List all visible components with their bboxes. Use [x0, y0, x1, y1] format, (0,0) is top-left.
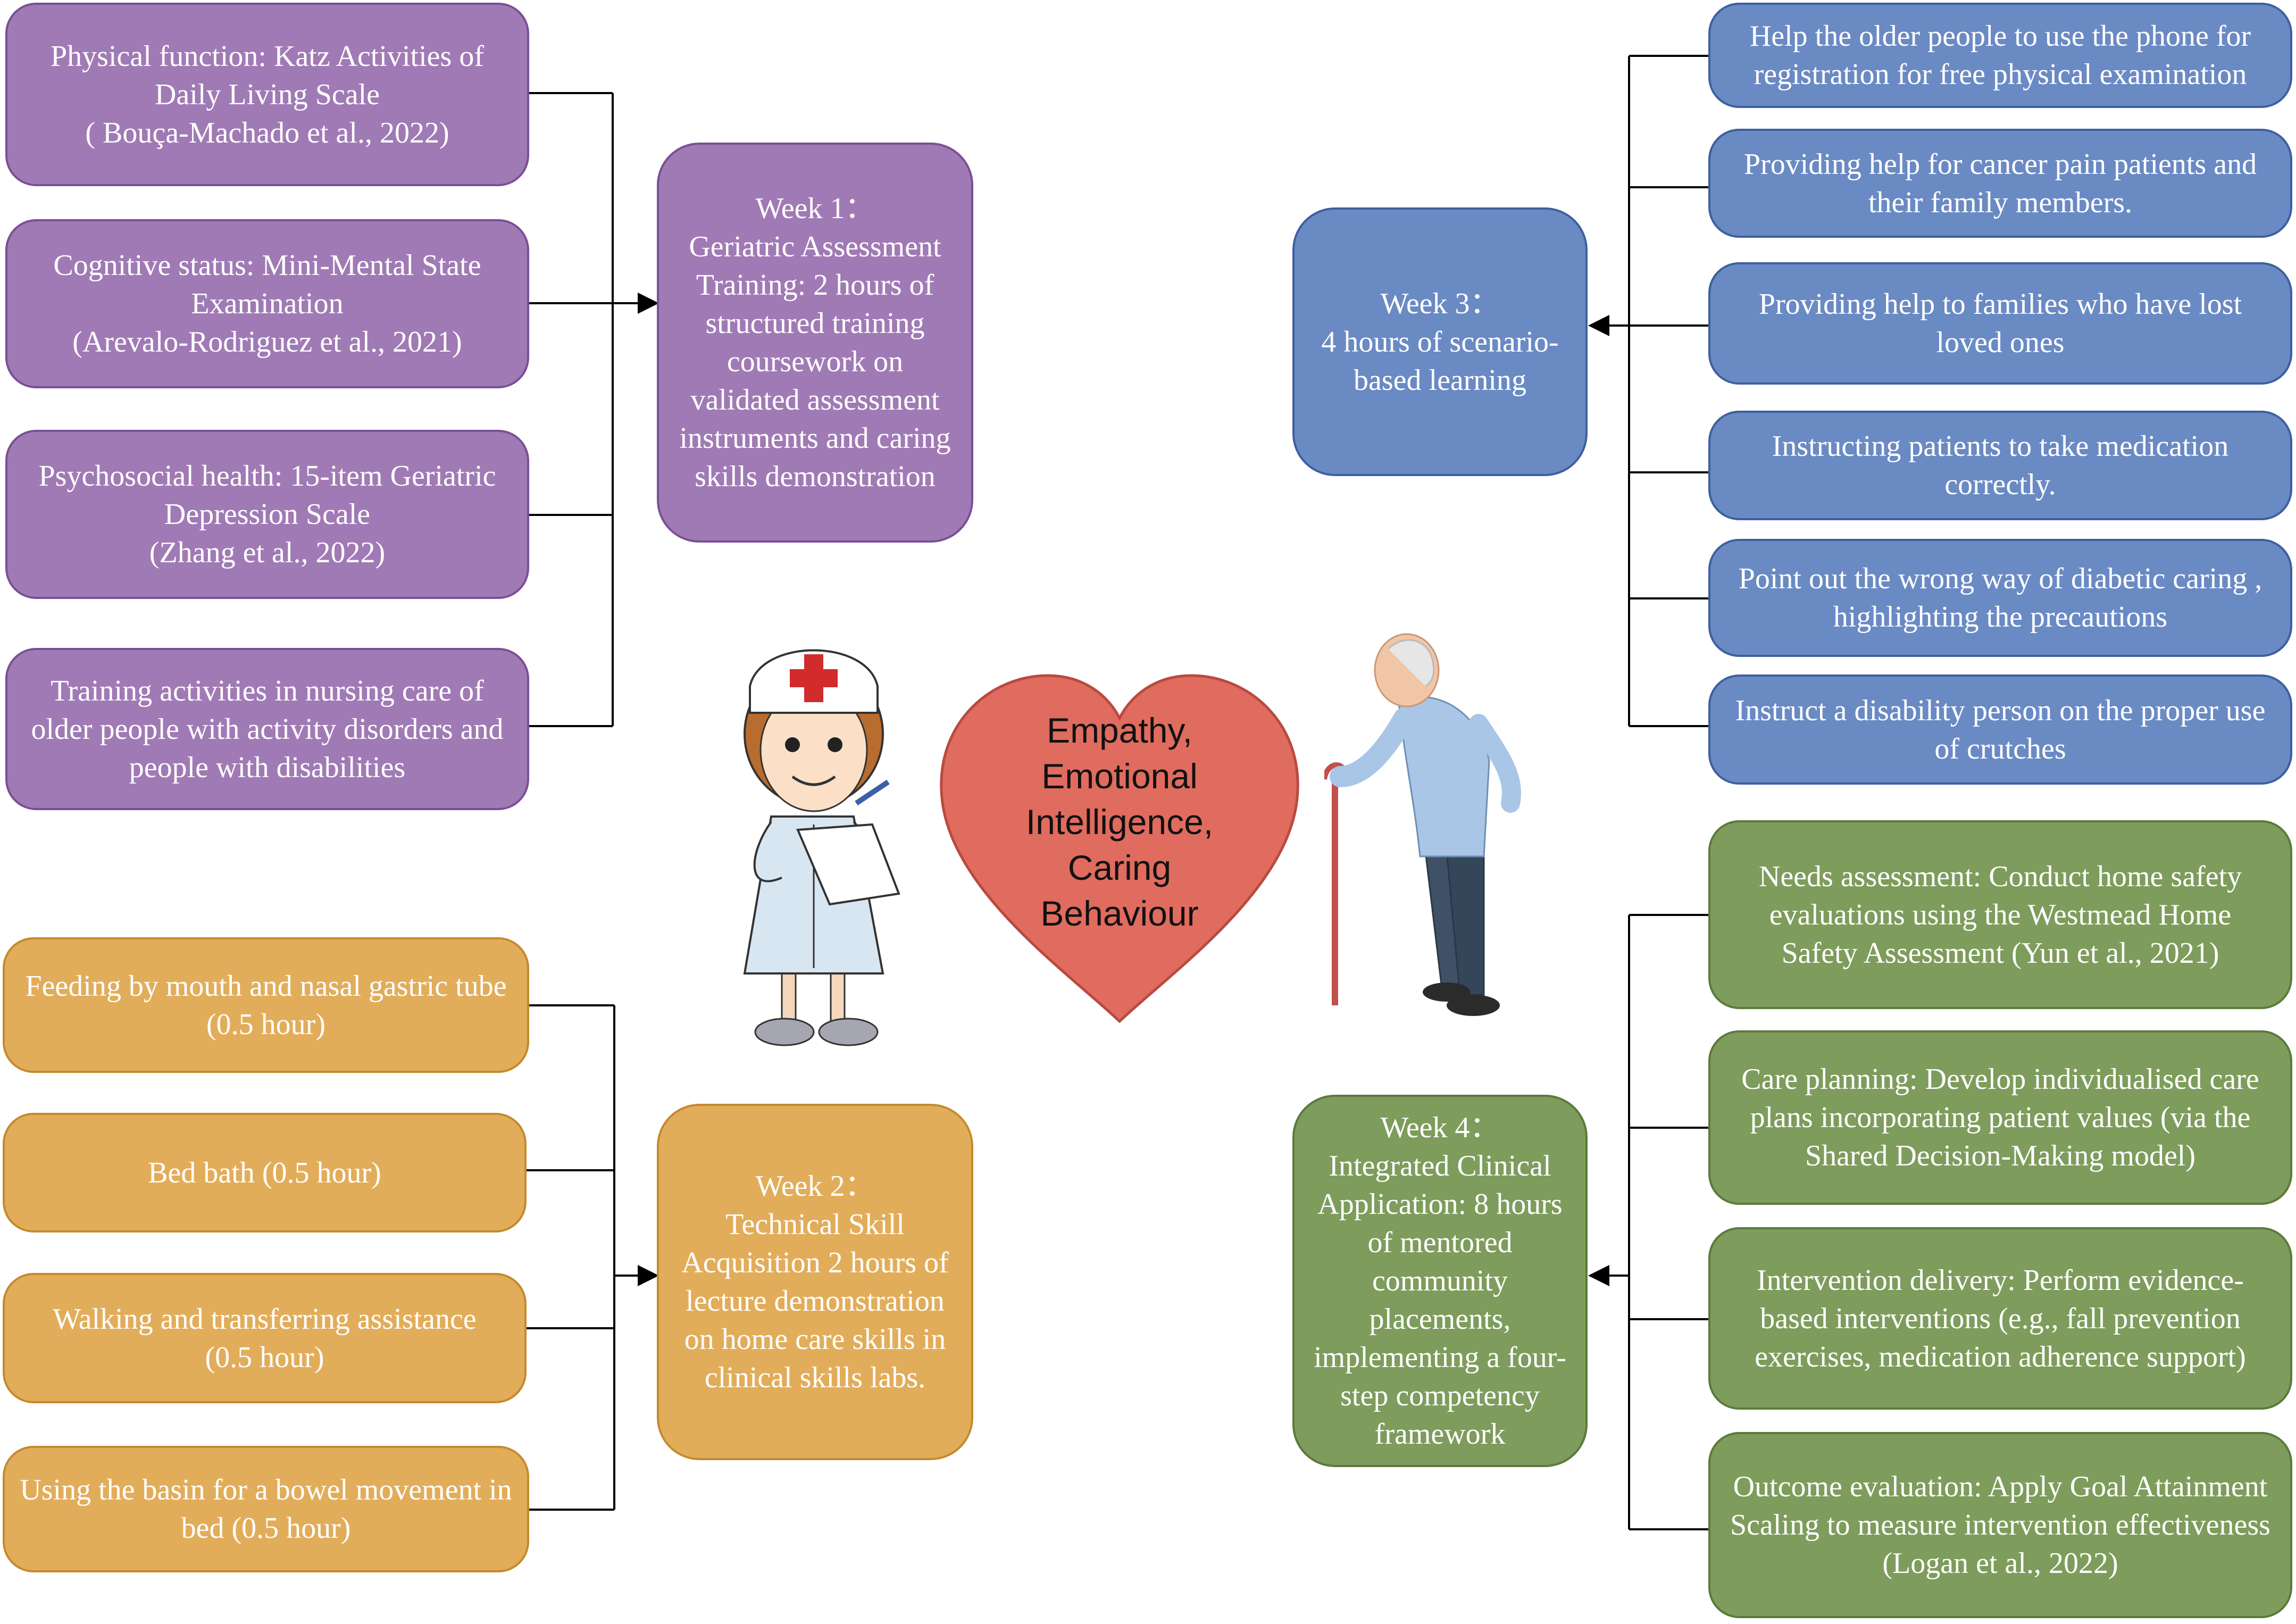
week3-item-medication: Instructing patients to take medication … [1708, 411, 2292, 520]
week2-item-bed-bath: Bed bath (0.5 hour) [3, 1113, 527, 1232]
heart-icon [940, 674, 1299, 1023]
week1-item-psychosocial-health: Psychosocial health: 15-item Geriatric D… [5, 430, 529, 599]
week4-box: Week 4： Integrated Clinical Application:… [1292, 1095, 1588, 1467]
week3-item-cancer-pain: Providing help for cancer pain patients … [1708, 129, 2292, 238]
week2-item-walking-transferring: Walking and transferring assistance (0.5… [3, 1273, 527, 1403]
week2-item-feeding: Feeding by mouth and nasal gastric tube … [3, 937, 529, 1073]
week1-connector [529, 92, 659, 727]
nurse-illustration-icon [743, 649, 900, 1046]
center-heart-label: Empathy, Emotional Intelligence, Caring … [1025, 711, 1214, 933]
week4-item-outcome-evaluation: Outcome evaluation: Apply Goal Attainmen… [1708, 1432, 2292, 1618]
week3-item-phone-registration: Help the older people to use the phone f… [1708, 3, 2292, 108]
week3-item-crutches: Instruct a disability person on the prop… [1708, 674, 2292, 785]
week3-box: Week 3： 4 hours of scenario- based learn… [1292, 207, 1588, 476]
elderly-man-illustration-icon [1324, 633, 1521, 1016]
week3-item-lost-loved-ones: Providing help to families who have lost… [1708, 262, 2292, 385]
week4-item-needs-assessment: Needs assessment: Conduct home safety ev… [1708, 820, 2292, 1009]
week3-item-diabetic-caring: Point out the wrong way of diabetic cari… [1708, 539, 2292, 657]
week4-item-intervention-delivery: Intervention delivery: Perform evidence-… [1708, 1227, 2292, 1410]
week1-item-physical-function: Physical function: Katz Activities of Da… [5, 3, 529, 186]
week3-connector [1588, 55, 1708, 727]
week2-box: Week 2： Technical Skill Acquisition 2 ho… [657, 1104, 973, 1460]
week1-item-cognitive-status: Cognitive status: Mini-Mental State Exam… [5, 219, 529, 388]
week2-connector [527, 1004, 659, 1511]
week2-item-basin: Using the basin for a bowel movement in … [3, 1446, 529, 1572]
week4-item-care-planning: Care planning: Develop individualised ca… [1708, 1030, 2292, 1205]
week1-item-training-activities: Training activities in nursing care of o… [5, 648, 529, 810]
week1-box: Week 1： Geriatric Assessment Training: 2… [657, 143, 973, 543]
week4-connector [1588, 914, 1708, 1530]
